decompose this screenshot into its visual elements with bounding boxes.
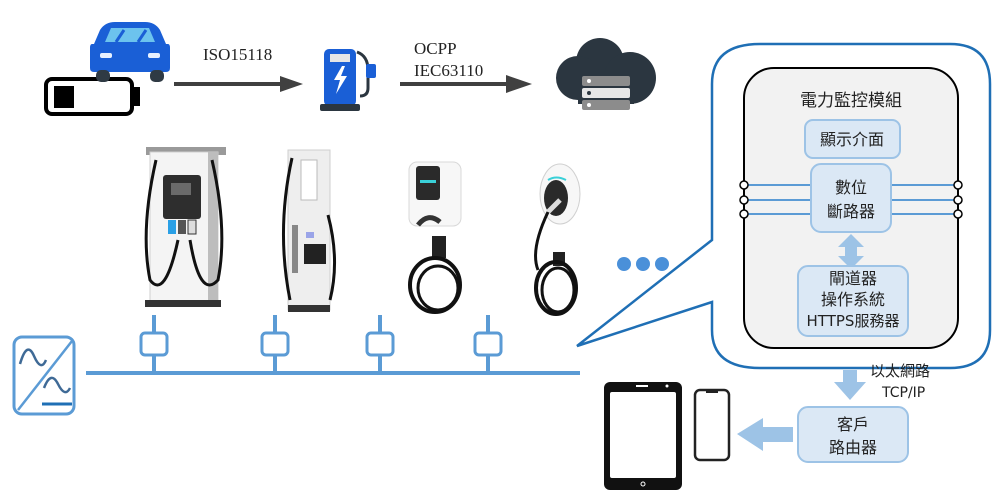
iso15118-label: ISO15118 <box>203 45 272 64</box>
digital-breaker-label-1: 數位 <box>835 178 867 197</box>
arrow-ev-to-charger <box>174 76 303 92</box>
gateway-label-3: HTTPS服務器 <box>807 312 900 330</box>
breaker-module-3[interactable] <box>365 315 395 373</box>
charging-station-icon <box>320 49 376 111</box>
dc-fast-charger-dual <box>144 147 226 307</box>
ethernet-label: 以太網路 <box>870 362 930 380</box>
display-interface-label: 顯示介面 <box>820 130 884 149</box>
breaker-module-2[interactable] <box>260 315 290 373</box>
smartphone-icon <box>693 388 731 462</box>
router-label-2: 路由器 <box>829 438 877 457</box>
display-interface-block[interactable] <box>804 119 901 159</box>
ac-wallbox-oval <box>534 163 581 316</box>
digital-breaker-label-2: 斷路器 <box>827 202 875 221</box>
router-label-1: 客戶 <box>837 415 869 434</box>
iec63110-label: IEC63110 <box>414 61 483 80</box>
ocpp-label: OCPP <box>414 39 457 58</box>
more-chargers-ellipsis <box>617 257 669 271</box>
gateway-label-1: 閘道器 <box>829 269 877 288</box>
ethernet-arrow-down <box>834 370 866 400</box>
electric-vehicle-icon <box>44 22 170 116</box>
gateway-label-2: 操作系統 <box>821 290 885 309</box>
digital-breaker-block[interactable] <box>810 163 892 233</box>
tablet-icon <box>604 382 682 490</box>
dc-charger-pedestal <box>281 149 336 312</box>
module-title: 電力監控模組 <box>800 91 902 111</box>
arrow-charger-to-cloud <box>400 75 532 93</box>
tcpip-label: TCP/IP <box>881 385 925 401</box>
cloud-server-icon <box>556 38 656 110</box>
inverter-icon <box>12 335 76 416</box>
router-to-devices-arrow <box>737 418 793 451</box>
gateway-block[interactable] <box>797 265 909 337</box>
breaker-module-1[interactable] <box>139 315 169 373</box>
breaker-module-4[interactable] <box>473 315 503 373</box>
client-router-block[interactable] <box>797 406 909 463</box>
ac-wallbox-square <box>408 161 462 314</box>
bidirectional-arrow <box>838 234 864 269</box>
